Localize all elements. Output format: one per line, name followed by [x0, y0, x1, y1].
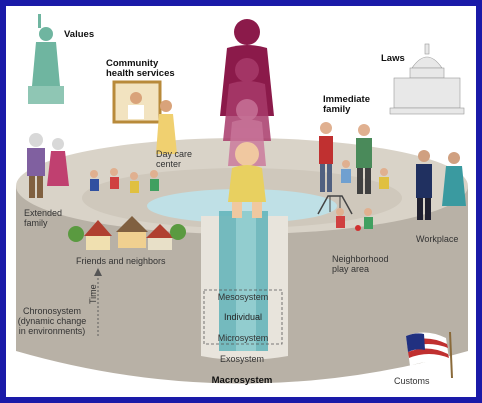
- laws-label: Laws: [381, 53, 405, 64]
- time-arrow: [94, 268, 102, 336]
- workplace-label: Workplace: [416, 234, 459, 244]
- immediate-family-label: Immediate family: [323, 94, 370, 115]
- values-label: Values: [64, 29, 95, 40]
- statue-of-liberty-icon: [28, 14, 64, 104]
- mesosystem-box: [203, 289, 283, 345]
- macrosystem-label: Macrosystem: [211, 375, 273, 386]
- workplace-icon: [416, 150, 466, 220]
- ecological-model-illustration: [16, 14, 468, 384]
- diagram-frame: Values Community health services Laws Im…: [6, 6, 476, 397]
- exosystem-label: Exosystem: [219, 354, 264, 364]
- extended-family-label: Extended family: [24, 208, 63, 228]
- play-area-icon: [317, 195, 373, 231]
- day-care-children-icon: [90, 168, 159, 193]
- beam-highlight: [236, 211, 256, 351]
- day-care-label: Day care center: [156, 149, 193, 169]
- toddler-figure: [228, 142, 266, 218]
- extended-family-icon: [27, 133, 69, 198]
- microsystem-label: Microsystem: [217, 333, 269, 343]
- neighborhood-play-label: Neighborhood play area: [332, 254, 389, 274]
- individual-label: Individual: [223, 312, 263, 322]
- community-health-label: Community health services: [106, 58, 175, 79]
- chronosystem-label: Chronosystem (dynamic change in environm…: [17, 306, 87, 336]
- customs-label: Customs: [394, 376, 430, 386]
- capitol-building-icon: [389, 43, 465, 115]
- immediate-family-icon: [319, 122, 389, 194]
- friends-neighbors-label: Friends and neighbors: [76, 256, 166, 266]
- community-health-icon: [112, 80, 177, 154]
- houses-icon: [68, 216, 186, 250]
- mesosystem-label: Mesosystem: [217, 292, 269, 302]
- time-label: Time: [88, 284, 98, 304]
- us-flag-icon: [406, 331, 453, 379]
